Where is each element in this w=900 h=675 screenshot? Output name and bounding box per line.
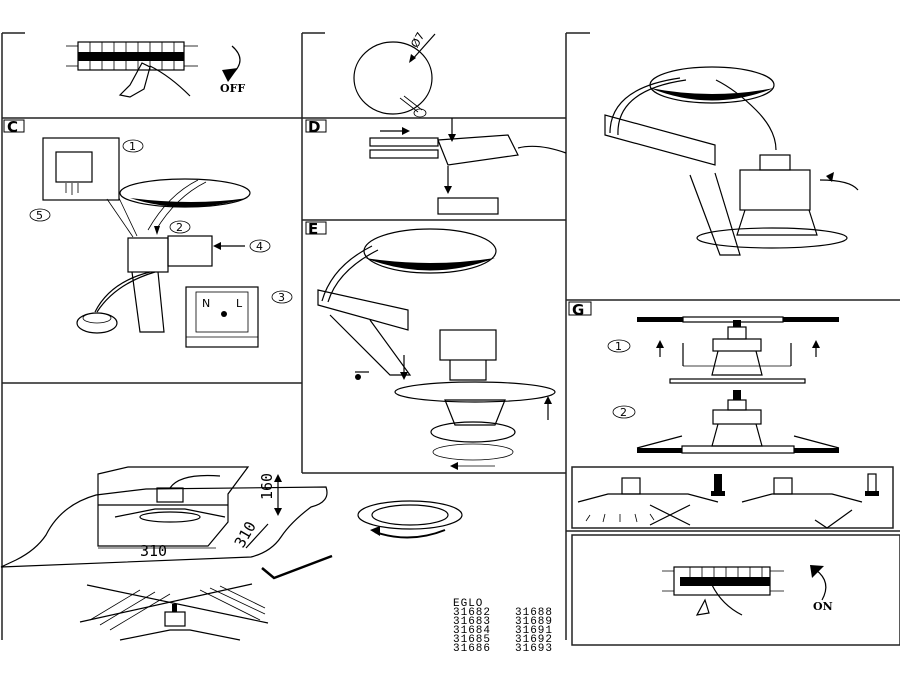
step-2-badge: 2 xyxy=(169,220,191,234)
model-number: 31691 xyxy=(515,625,553,637)
panel-f-lamp-mount xyxy=(604,66,859,256)
height-dimension: 160 xyxy=(258,473,276,500)
panel-c-wiring: C 1 5 2 4 3 N L xyxy=(3,118,293,348)
step-1-badge: 1 xyxy=(122,139,144,153)
panel-label-e: E xyxy=(308,220,318,238)
step-1-badge: 1 xyxy=(607,339,631,353)
svg-text:4: 4 xyxy=(256,240,263,253)
step-5-badge: 5 xyxy=(29,208,51,222)
panel-borders xyxy=(1,32,900,646)
wrong-installation xyxy=(79,583,269,641)
model-number: 31683 xyxy=(453,616,491,628)
model-number: 31692 xyxy=(515,634,553,646)
panel-label-g: G xyxy=(572,301,584,319)
model-number: 31684 xyxy=(453,625,491,637)
svg-text:2: 2 xyxy=(620,406,627,419)
screwdriver-icon xyxy=(399,95,423,113)
panel-a-switch-off: OFF xyxy=(66,41,245,98)
panel-e-fixture-assembly: E xyxy=(305,220,556,470)
width-dimension: 310 xyxy=(140,542,167,560)
hand-icon xyxy=(118,62,191,98)
hand-icon xyxy=(695,584,743,616)
svg-text:3: 3 xyxy=(278,291,285,304)
svg-text:1: 1 xyxy=(129,140,136,153)
svg-text:1: 1 xyxy=(615,340,622,353)
panel-label-d: D xyxy=(308,118,320,136)
arrow-up-icon xyxy=(815,569,827,601)
switch-off-label: OFF xyxy=(220,82,245,95)
model-number: 31689 xyxy=(515,616,553,628)
terminal-n: N xyxy=(202,297,210,310)
breaker-strip xyxy=(66,41,198,71)
panel-b-ceiling-hole: Ø7 xyxy=(353,30,436,118)
panel-h-switch-on: ON xyxy=(662,565,833,616)
switch-on-label: ON xyxy=(813,600,833,613)
brand-label: EGLO xyxy=(453,598,483,610)
model-number: 31693 xyxy=(515,643,553,655)
svg-text:5: 5 xyxy=(36,209,43,222)
terminal-l: L xyxy=(236,297,243,310)
model-number: 31682 xyxy=(453,607,491,619)
panel-g-spring-clips: G 1 2 xyxy=(568,301,879,529)
model-number: 31688 xyxy=(515,607,553,619)
installation-clearance: 310 160 310 xyxy=(0,466,463,641)
check-mark-icon xyxy=(261,554,333,580)
panel-label-c: C xyxy=(7,118,18,136)
svg-text:2: 2 xyxy=(176,221,183,234)
model-number: 31685 xyxy=(453,634,491,646)
depth-dimension: 310 xyxy=(231,518,260,550)
model-number: 31686 xyxy=(453,643,491,655)
product-models: EGLO 31682 31683 31684 31685 31686 31688… xyxy=(453,598,553,655)
step-2-badge: 2 xyxy=(612,405,636,419)
step-4-badge: 4 xyxy=(249,239,271,253)
step-3-badge: 3 xyxy=(271,290,293,304)
panel-d-connector: D xyxy=(305,118,567,215)
diameter-label: Ø7 xyxy=(408,30,427,50)
